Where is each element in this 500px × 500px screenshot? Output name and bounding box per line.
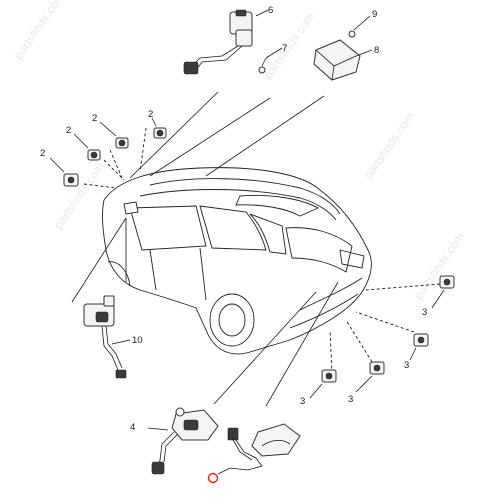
- callout-3: 3: [300, 396, 305, 407]
- part-3-sensor: [321, 369, 337, 383]
- callout-2: 2: [92, 113, 97, 124]
- watermark-text: partsfinds.com: [361, 110, 417, 182]
- watermark-text: partsfinds.com: [261, 10, 317, 82]
- rear-camera-housing: [207, 423, 301, 484]
- watermark-text: partsfinds.com: [411, 230, 467, 302]
- vehicle-outline: [102, 167, 372, 355]
- callout-10: 10: [132, 335, 143, 346]
- part-2-sensor: [153, 127, 167, 139]
- leader-lines: [71, 91, 441, 407]
- callout-3: 3: [348, 394, 353, 405]
- part-3-sensor: [369, 361, 385, 375]
- callout-9: 9: [372, 9, 377, 20]
- part-3-sensor: [439, 275, 455, 289]
- part-4-camera: [151, 407, 219, 475]
- part-2-sensor: [115, 137, 129, 149]
- callout-2: 2: [148, 109, 153, 120]
- part-8-module: [313, 39, 361, 81]
- callout-3: 3: [422, 307, 427, 318]
- part-2-sensor: [87, 149, 101, 161]
- part-7-screw: [258, 57, 267, 74]
- part-3-sensor: [413, 333, 429, 347]
- watermark-text: partsfinds.com: [11, 0, 67, 62]
- callout-6: 6: [268, 5, 273, 16]
- part-2-sensor: [63, 173, 79, 187]
- callout-8: 8: [374, 45, 379, 56]
- part-6-camera: [183, 9, 253, 75]
- callout-2: 2: [66, 125, 71, 136]
- callout-7: 7: [282, 43, 287, 54]
- part-9-bolt: [348, 30, 356, 38]
- callout-4: 4: [130, 422, 135, 433]
- part-10-camera: [83, 295, 127, 379]
- callout-3: 3: [404, 360, 409, 371]
- callout-2: 2: [40, 148, 45, 159]
- watermark-text: partsfinds.com: [51, 160, 107, 232]
